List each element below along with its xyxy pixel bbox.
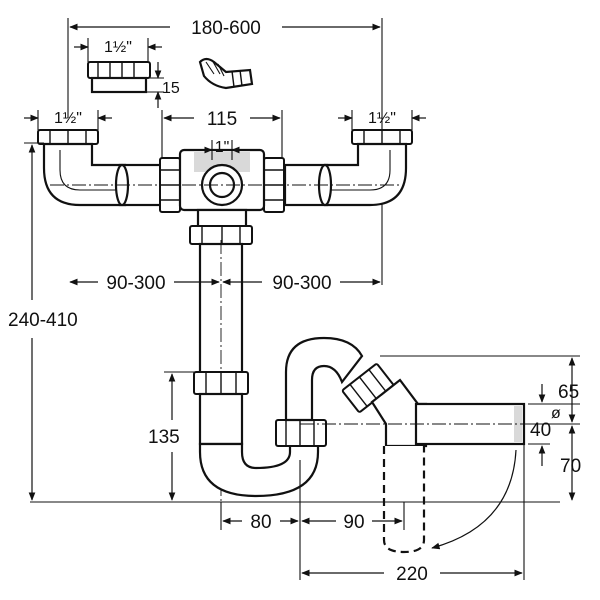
dim-bottom-offsets: 80 90 (220, 460, 405, 580)
outlet-diameter-label: 40 (530, 420, 551, 441)
trap-bend (198, 336, 540, 554)
center-spacing-label: 115 (207, 109, 237, 130)
outlet-rise-label: 65 (558, 382, 579, 403)
horizontal-branch (50, 148, 400, 245)
left-inlet: 1½" (24, 110, 127, 207)
dim-overall-height: 240-410 (8, 142, 560, 503)
inlet-left-label: 1½" (54, 110, 82, 127)
dim-center-spacing: 115 1" (161, 109, 283, 160)
dim-outlet-reach: 220 (301, 444, 525, 585)
trap-offset-label: 80 (250, 512, 271, 533)
dim-width-top: 180-600 (67, 18, 383, 285)
outlet-offset-label: 90 (343, 512, 364, 533)
diameter-symbol: ø (551, 405, 561, 422)
inlet-right-label: 1½" (368, 110, 396, 127)
right-offset-label: 90-300 (272, 273, 331, 294)
dim-outlet-right: 65 ø 40 70 (380, 355, 581, 501)
center-branch-label: 1" (215, 139, 230, 156)
dim-offsets: 90-300 90-300 (69, 273, 381, 294)
dim-trap-height: 135 (148, 371, 196, 501)
vertical-downpipe (193, 240, 249, 530)
trap-height-label: 135 (148, 427, 180, 448)
right-inlet: 1½" (323, 110, 426, 207)
swing-arrow (431, 449, 517, 550)
inlet-small-label: 1½" (104, 39, 132, 56)
small-inlet-adapter: 1½" 15 (74, 38, 180, 108)
overall-height-label: 240-410 (8, 310, 78, 331)
outlet-drop-label: 70 (560, 456, 581, 477)
left-offset-label: 90-300 (106, 273, 165, 294)
outlet-reach-label: 220 (396, 564, 428, 585)
small-height-label: 15 (162, 80, 180, 97)
width-top-label: 180-600 (191, 18, 261, 39)
hose-connector (198, 57, 254, 90)
